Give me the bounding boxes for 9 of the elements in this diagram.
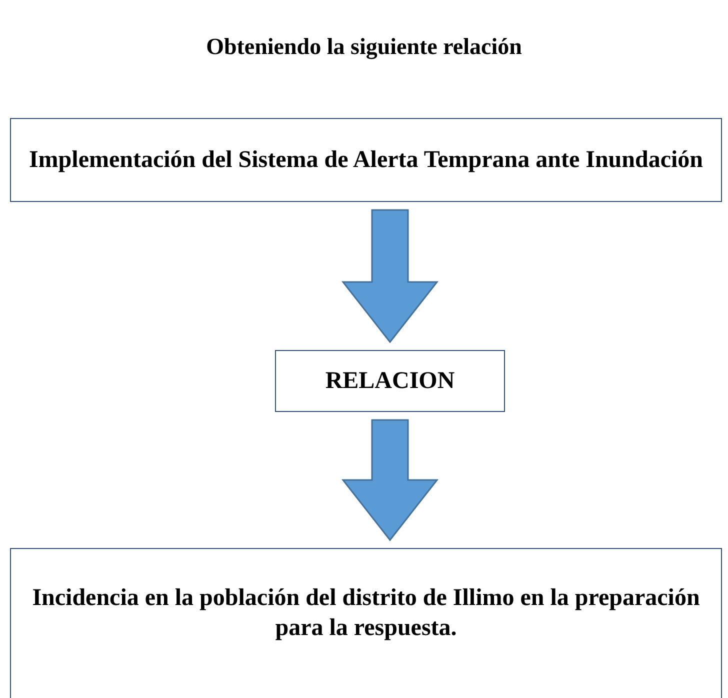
title: Obteniendo la siguiente relación [205,34,523,60]
box-text: Incidencia en la población del distrito de Illimo en la preparación para la respuesta. [31,584,701,643]
process-box [10,118,722,202]
box-text: Implementación del Sistema de Alerta Temprana ante Inundación [28,146,704,175]
block-arrow [341,419,439,542]
box-text: RELACION [325,367,455,396]
process-box [10,548,722,698]
process-box [275,350,505,412]
block-arrow [341,209,439,344]
